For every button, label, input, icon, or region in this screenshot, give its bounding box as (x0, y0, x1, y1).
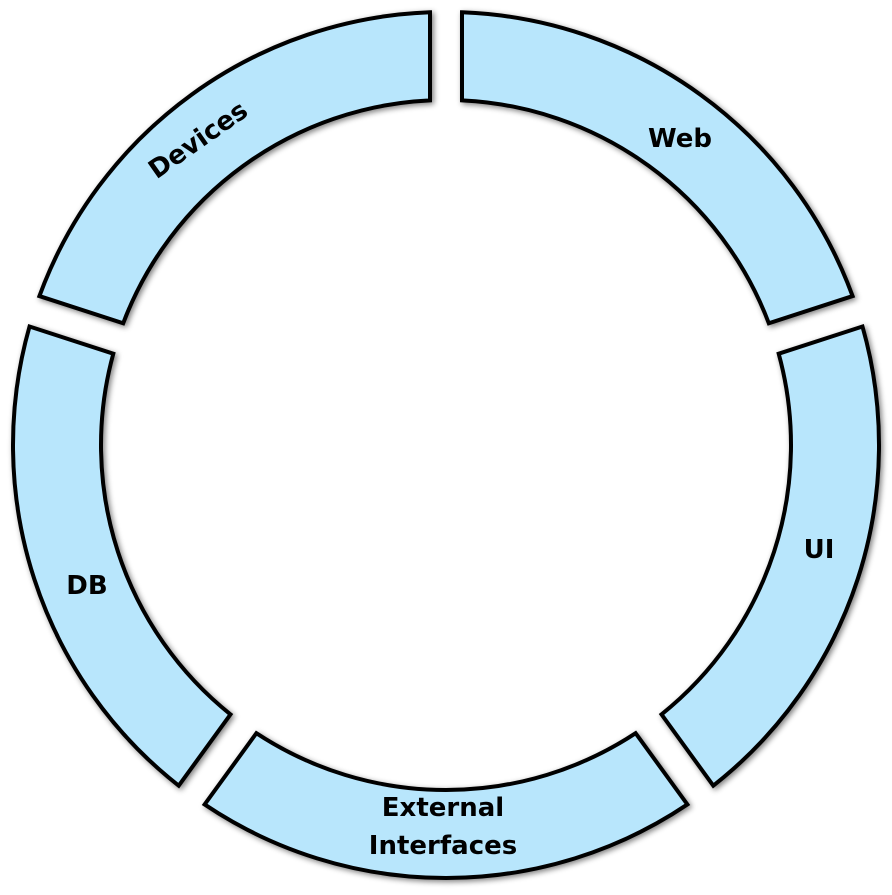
ring-segment-devices (36, 10, 432, 326)
ring-segment-web (460, 10, 856, 326)
segment-label-ui: UI (804, 535, 835, 565)
segment-label-external: External (382, 793, 504, 823)
segment-label-web: Web (648, 124, 712, 154)
ring-segment-db (11, 323, 234, 789)
ring-segment-ui (658, 323, 881, 789)
segment-label-db: DB (66, 571, 107, 601)
segment-label-interfaces: Interfaces (369, 831, 517, 861)
ring-segment-external (201, 730, 691, 880)
